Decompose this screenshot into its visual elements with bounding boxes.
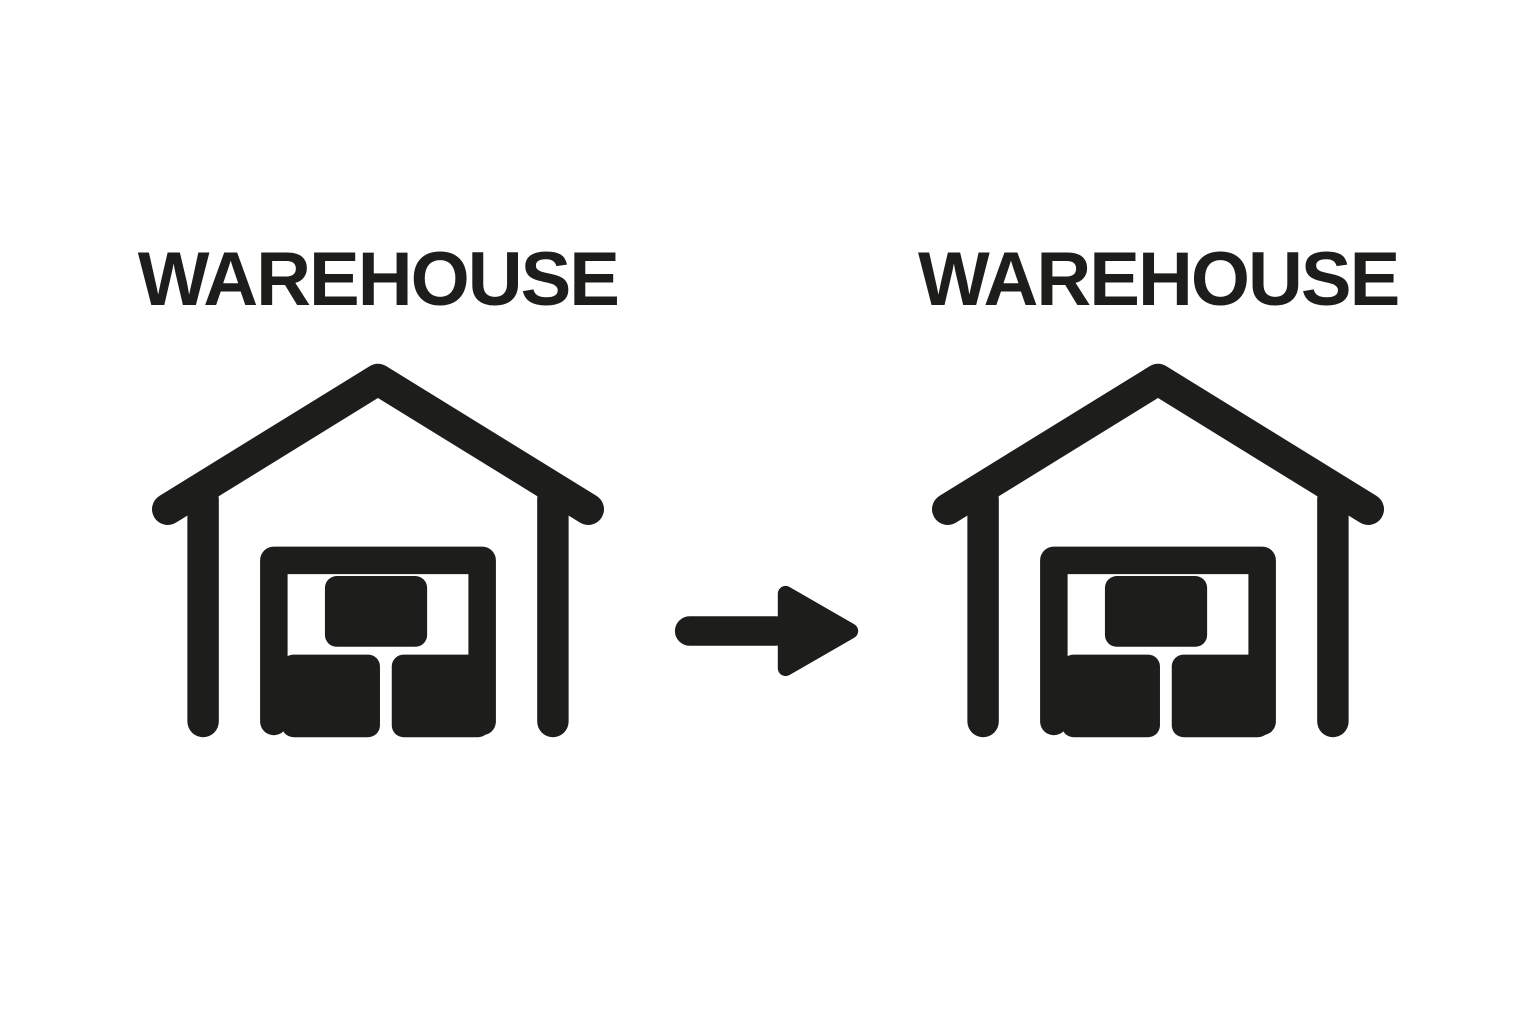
left-warehouse-group: WAREHOUSE [137,237,620,757]
warehouse-icon [151,344,604,757]
arrow-right-icon [670,572,866,690]
right-warehouse-group: WAREHOUSE [918,237,1400,757]
warehouse-icon [932,344,1385,757]
right-warehouse-label: WAREHOUSE [918,237,1400,322]
left-warehouse-label: WAREHOUSE [137,237,620,322]
